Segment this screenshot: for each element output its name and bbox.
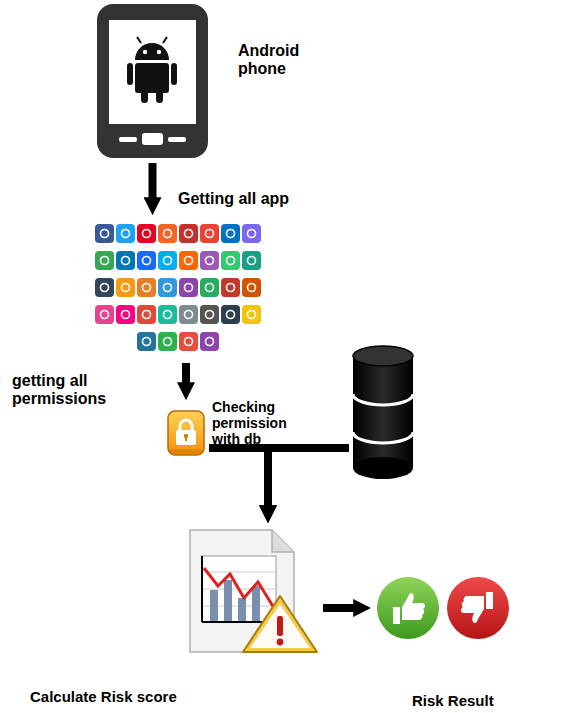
icon-node <box>93 220 265 360</box>
flow-arrow <box>323 604 355 612</box>
node-icon <box>95 2 210 160</box>
node-icon <box>178 528 320 655</box>
node-label: Checking permission with db <box>212 399 287 447</box>
flow-arrow <box>182 363 190 384</box>
icon-node: Checking permission with db <box>166 405 206 460</box>
edge-label: getting all permissions <box>12 372 142 409</box>
icon-node: Calculate Risk score <box>178 528 320 655</box>
flow-arrow <box>149 163 157 199</box>
node-icon <box>376 568 510 648</box>
node-label: Risk Result <box>412 692 494 709</box>
node-label: Calculate Risk score <box>30 688 177 705</box>
node-icon <box>352 345 414 480</box>
flow-arrow <box>268 448 349 507</box>
node-label: Android phone <box>238 42 299 79</box>
icon-node: Android phone <box>95 2 210 160</box>
flow-arrow <box>209 448 268 507</box>
icon-node <box>352 345 414 480</box>
node-icon <box>93 220 265 360</box>
node-icon <box>166 405 206 460</box>
edge-label: Getting all app <box>178 190 289 208</box>
icon-node: Risk Result <box>376 568 510 648</box>
